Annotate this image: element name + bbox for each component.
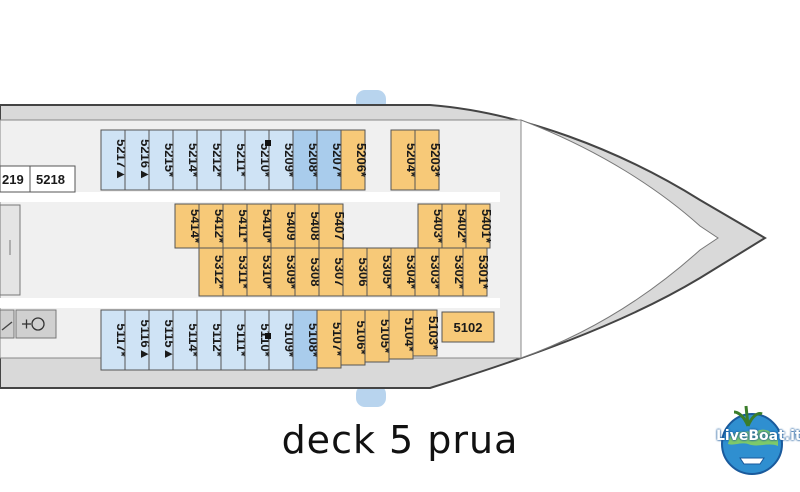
cabin-5204[interactable] xyxy=(390,129,416,191)
cabin-5104[interactable] xyxy=(388,309,414,360)
cabin-5217[interactable] xyxy=(100,129,126,191)
cabin-5108[interactable] xyxy=(292,309,318,371)
cabin-5110[interactable] xyxy=(244,309,270,371)
cabin-5111[interactable] xyxy=(220,309,246,371)
cabin-5301-label: 5301* xyxy=(476,255,491,290)
cabin-5219-label: 219 xyxy=(2,172,24,187)
cabin-5117[interactable] xyxy=(100,309,126,371)
cabin-5219[interactable] xyxy=(0,165,31,193)
cabin-5412[interactable] xyxy=(198,203,224,249)
corridor-top xyxy=(0,192,500,202)
cabin-5302[interactable] xyxy=(438,247,464,297)
cabin-5403[interactable] xyxy=(417,203,443,249)
cabin-5103-label: 5103* xyxy=(426,316,441,351)
cabin-5203[interactable] xyxy=(414,129,440,191)
cabin-5218-label: 5218 xyxy=(36,172,65,187)
cabin-5211[interactable] xyxy=(220,129,246,191)
cabin-5410[interactable] xyxy=(246,203,272,249)
bow-thruster-bottom xyxy=(356,385,386,407)
cabin-5401[interactable] xyxy=(465,203,491,249)
bow-inner xyxy=(520,119,719,359)
cabin-5206-label: 5206* xyxy=(354,143,369,178)
logo-text: LiveBoat.it xyxy=(716,428,800,444)
cabin-5112[interactable] xyxy=(196,309,222,371)
cabin-5209[interactable] xyxy=(268,129,294,191)
cabin-5309[interactable] xyxy=(270,247,296,297)
cabin-5105[interactable] xyxy=(364,309,390,363)
cabin-5407-label: 5407 xyxy=(332,212,347,241)
cabin-5301[interactable] xyxy=(462,247,488,297)
elevator-icon xyxy=(15,309,57,339)
cabin-5212[interactable] xyxy=(196,129,222,191)
deck-caption: deck 5 prua xyxy=(281,418,519,462)
cabin-5203-label: 5203* xyxy=(428,143,443,178)
cabin-5307[interactable] xyxy=(318,247,344,297)
cabin-5103[interactable] xyxy=(412,309,438,357)
cabin-5304[interactable] xyxy=(390,247,416,297)
cabin-5218[interactable] xyxy=(29,165,76,193)
cabin-5102[interactable] xyxy=(441,311,495,343)
cabin-5214[interactable] xyxy=(172,129,198,191)
cabin-5402[interactable] xyxy=(441,203,467,249)
cabin-5215[interactable] xyxy=(148,129,174,191)
cabin-5115[interactable] xyxy=(148,309,174,371)
cabin-5208[interactable] xyxy=(292,129,318,191)
cabin-5114[interactable] xyxy=(172,309,198,371)
connecting-marker xyxy=(265,140,271,146)
connecting-marker xyxy=(265,333,271,339)
cabin-5106[interactable] xyxy=(340,309,366,366)
liveboat-logo-icon xyxy=(721,405,783,475)
stairs-icon xyxy=(0,309,15,339)
cabin-5308[interactable] xyxy=(294,247,320,297)
cabin-5116[interactable] xyxy=(124,309,150,371)
cabin-5310[interactable] xyxy=(246,247,272,297)
cabin-5206[interactable] xyxy=(340,129,366,191)
deck-plan: 5217▲5216▲5215*5214*5212*5211*5210*5209*… xyxy=(0,90,767,407)
cabin-5102-label: 5102 xyxy=(454,320,483,335)
corridor-bottom xyxy=(0,298,500,308)
cabin-5401-label: 5401* xyxy=(479,209,494,244)
